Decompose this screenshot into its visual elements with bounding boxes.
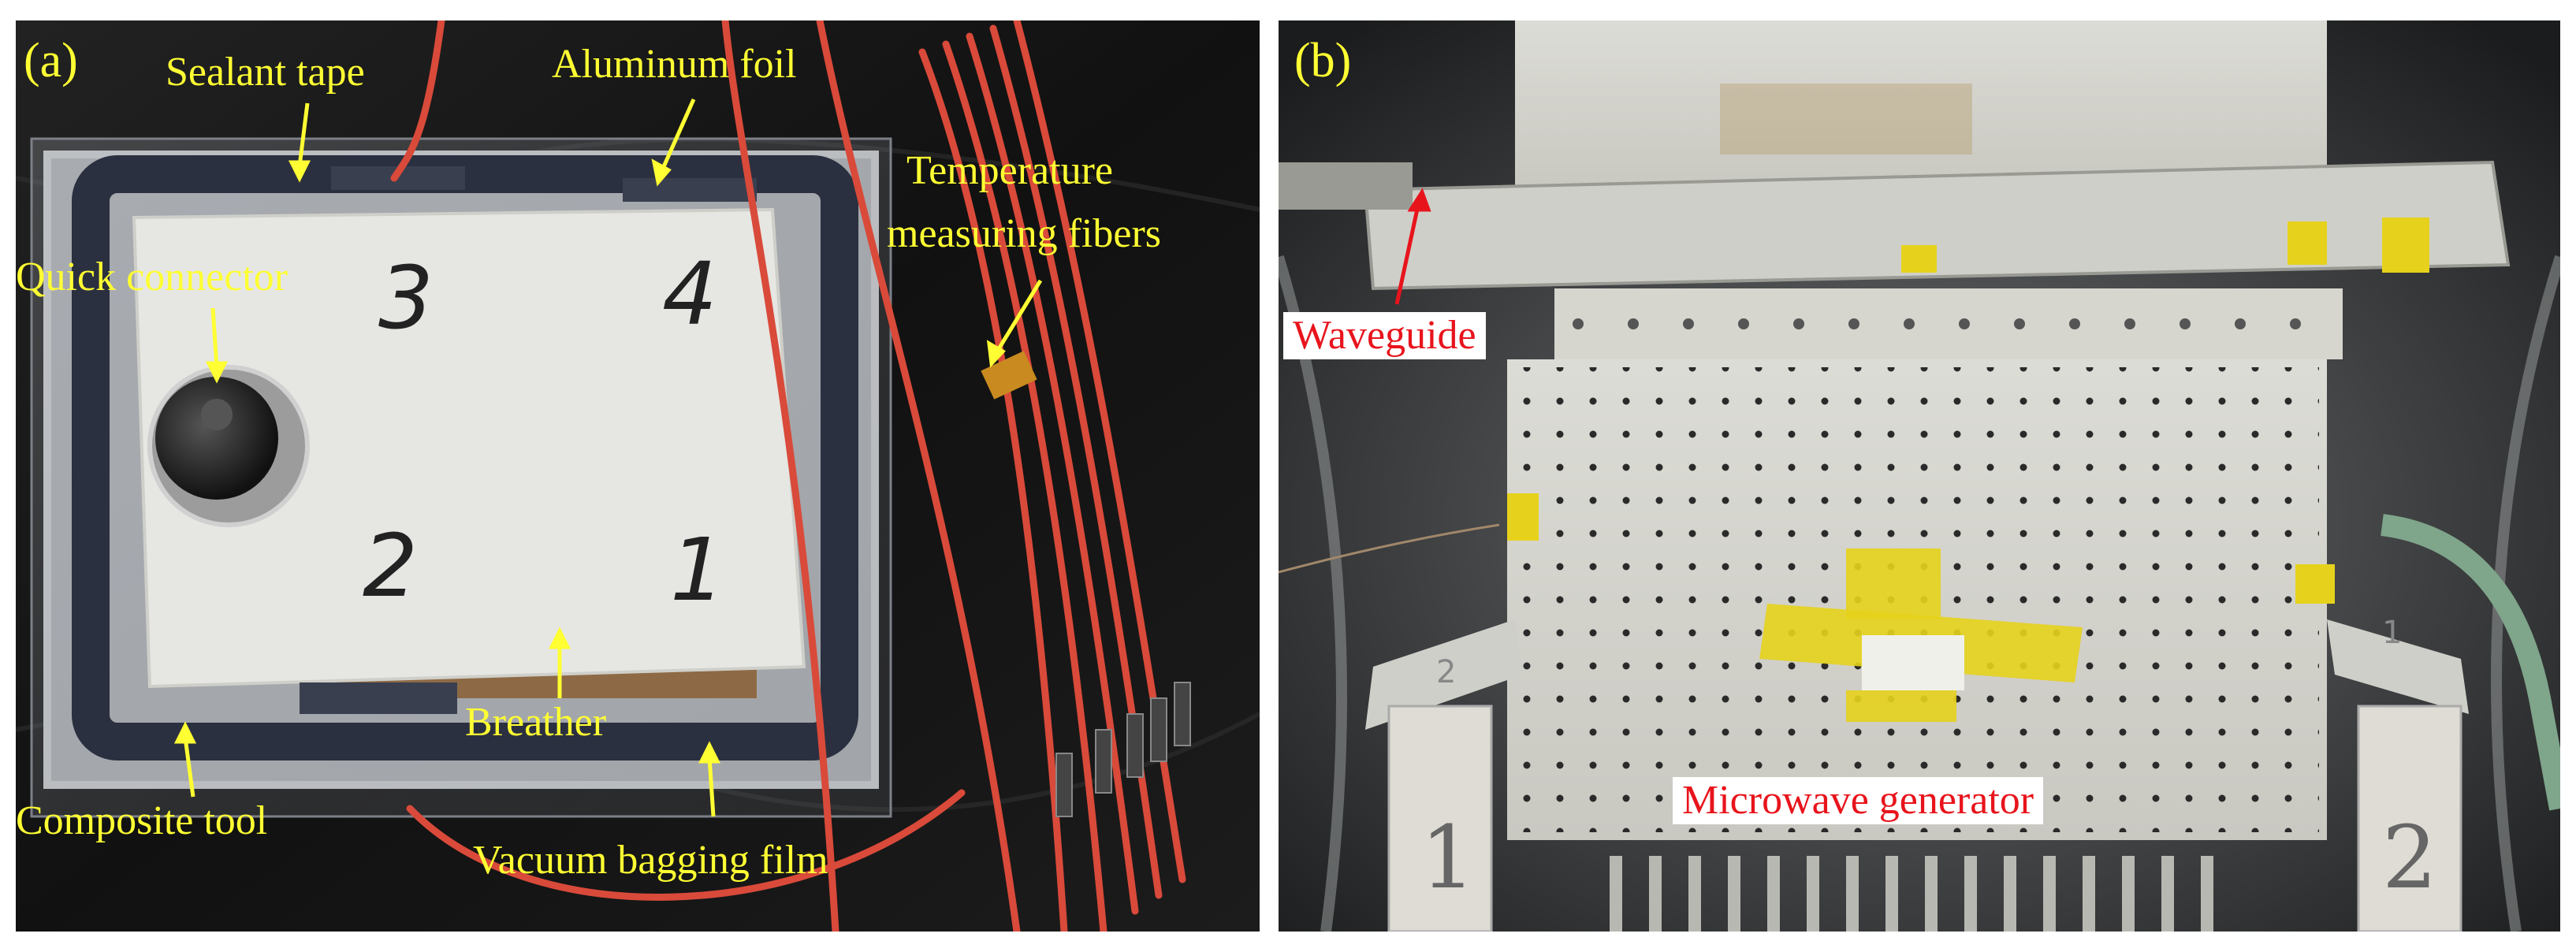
zone-number-3: 3 xyxy=(378,247,434,348)
label-sealant-tape: Sealant tape xyxy=(166,50,365,95)
waveguide-bar xyxy=(1363,160,2511,291)
label-waveguide: Waveguide xyxy=(1283,312,1486,359)
label-breather: Breather xyxy=(465,700,607,745)
panel-b-microwave-chamber-photo: 2 1 1 2 (b) Waveguide Microwave generato… xyxy=(1279,20,2560,932)
breather-sheet xyxy=(134,210,804,686)
panel-a-letter: (a) xyxy=(24,34,78,87)
label-temperature-line1: Temperature xyxy=(906,148,1113,193)
zone-number-1: 1 xyxy=(670,519,725,620)
bracket-number-1-top: 1 xyxy=(2382,615,2402,651)
label-temperature-line2: measuring fibers xyxy=(887,211,1162,256)
label-composite-tool: Composite tool xyxy=(16,798,268,843)
bracket-number-1-bottom: 1 xyxy=(1420,807,1476,908)
label-quick-connector: Quick connector xyxy=(16,255,288,299)
vacuum-bag-illustration: 3 4 2 1 xyxy=(16,20,1260,932)
waveguide-arrow xyxy=(1394,188,1431,305)
bottom-grille xyxy=(1610,856,2213,932)
zone-number-2: 2 xyxy=(363,515,418,616)
waveguide-top-box xyxy=(1515,20,2327,186)
label-aluminum-foil: Aluminum foil xyxy=(552,42,797,87)
panel-b-letter: (b) xyxy=(1294,34,1352,87)
label-vacuum-bagging-film: Vacuum bagging film xyxy=(473,838,828,883)
right-bracket-leg xyxy=(2357,705,2462,932)
left-bracket-leg xyxy=(1387,705,1493,932)
bracket-number-2-top: 2 xyxy=(1436,654,1456,690)
label-microwave-generator: Microwave generator xyxy=(1673,777,2044,824)
annotation-arrows xyxy=(173,98,1043,817)
screw-row xyxy=(1573,318,2301,329)
panel-a-vacuum-bag-photo: 3 4 2 1 xyxy=(16,20,1260,932)
yellow-tape-cross xyxy=(1759,549,2083,722)
green-hose xyxy=(2381,514,2560,811)
fiber-connectors xyxy=(1055,682,1191,817)
zone-number-4: 4 xyxy=(662,244,717,344)
microwave-chamber-illustration: 2 1 1 2 xyxy=(1279,20,2560,932)
bracket-number-2-bottom: 2 xyxy=(2382,807,2437,908)
